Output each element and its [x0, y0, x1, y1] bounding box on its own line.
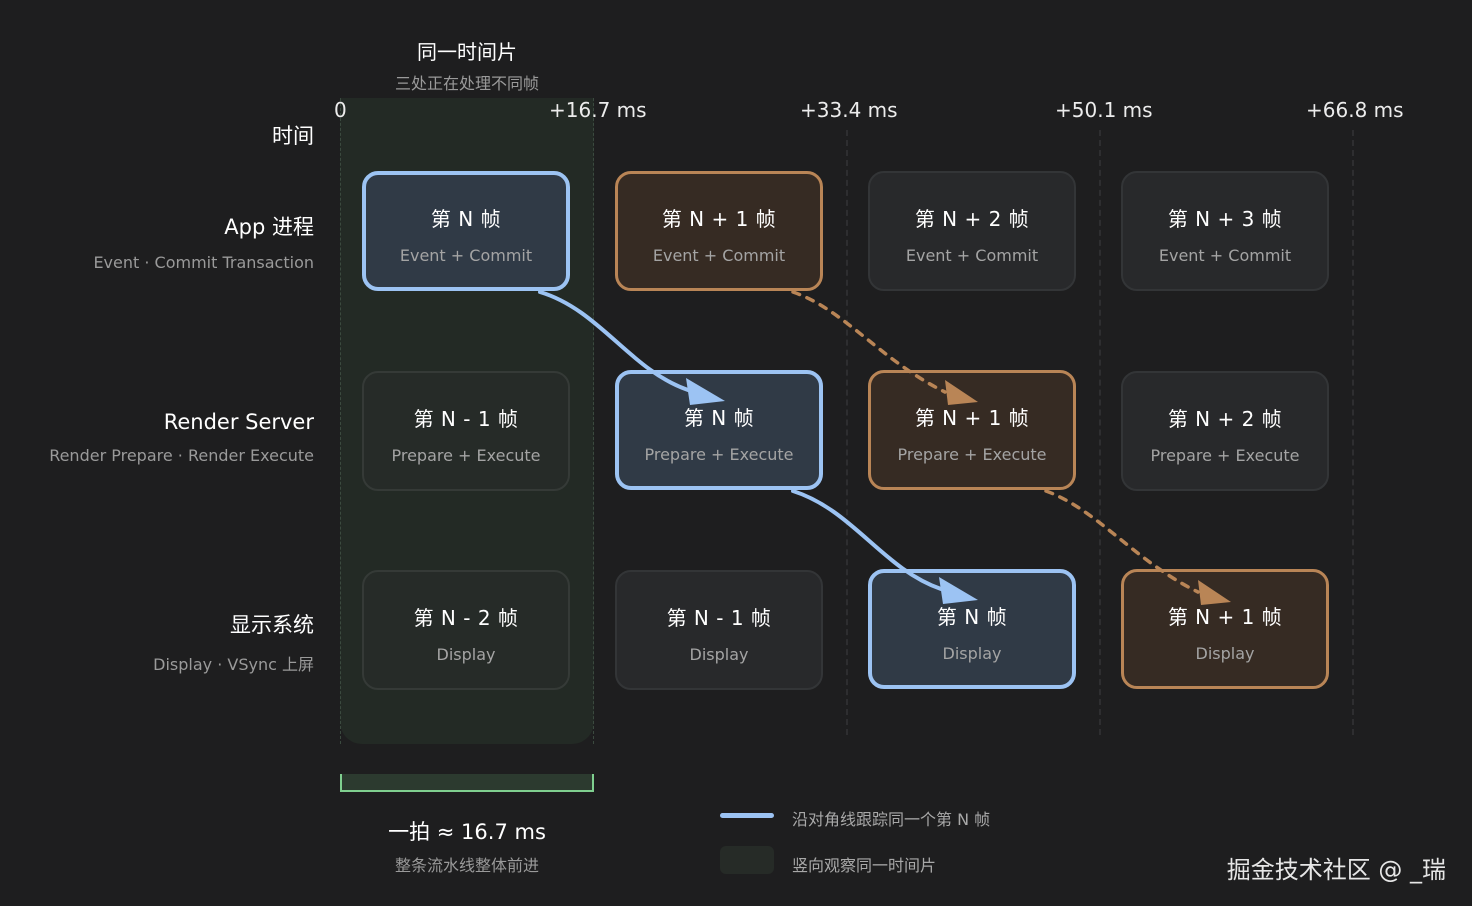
frame-title: 第 N + 3 帧 [1167, 207, 1283, 231]
frame-card: 第 N + 1 帧 Event + Commit [615, 171, 823, 291]
frame-title: 第 N + 1 帧 [914, 406, 1030, 430]
tick-label: 0 [334, 98, 347, 122]
grid-line [1099, 130, 1101, 735]
row-title: App 进程 [224, 215, 314, 239]
tick-label: +50.1 ms [1055, 98, 1153, 122]
frame-card: 第 N + 1 帧 Display [1121, 569, 1329, 689]
arrow-head [945, 380, 978, 405]
frame-card: 第 N + 2 帧 Event + Commit [868, 171, 1076, 291]
grid-line [846, 130, 848, 735]
frame-title: 第 N + 2 帧 [914, 207, 1030, 231]
frame-stage: Event + Commit [905, 246, 1039, 265]
row-subtitle: Render Prepare · Render Execute [49, 446, 314, 465]
row-label-render-server: Render Server Render Prepare · Render Ex… [49, 410, 314, 465]
frame-card: 第 N + 2 帧 Prepare + Execute [1121, 371, 1329, 491]
frame-stage: Event + Commit [652, 246, 786, 265]
row-subtitle: Display · VSync 上屏 [153, 655, 314, 674]
legend-text-vertical: 竖向观察同一时间片 [792, 856, 937, 875]
tick-label: +33.4 ms [800, 98, 898, 122]
frame-stage: Display [1195, 644, 1255, 663]
frame-n1-arrow [1044, 489, 1200, 594]
frame-stage: Event + Commit [1158, 246, 1292, 265]
tick-label: +66.8 ms [1306, 98, 1404, 122]
frame-title: 第 N + 1 帧 [1167, 605, 1283, 629]
frame-n-arrow [791, 489, 943, 591]
frame-title: 第 N 帧 [683, 406, 755, 430]
frame-title: 第 N + 2 帧 [1167, 407, 1283, 431]
tick-label: +16.7 ms [549, 98, 647, 122]
arrow-head [939, 577, 978, 604]
arrow-head [686, 378, 725, 405]
row-subtitle: Event · Commit Transaction [93, 253, 314, 272]
slice-title: 同一时间片 [417, 40, 517, 64]
legend-line-swatch [720, 813, 774, 818]
frame-n-arrow [538, 290, 690, 392]
frame-n1-arrow [791, 290, 947, 394]
frame-card: 第 N + 3 帧 Event + Commit [1121, 171, 1329, 291]
row-title: 显示系统 [230, 613, 314, 637]
frame-title: 第 N 帧 [430, 207, 502, 231]
frame-stage: Display [689, 645, 749, 664]
beat-subtitle: 整条流水线整体前进 [394, 856, 539, 875]
beat-title: 一拍 ≈ 16.7 ms [388, 820, 546, 844]
row-label-app: App 进程 Event · Commit Transaction [93, 211, 314, 272]
time-axis-label: 时间 [272, 124, 314, 148]
frame-card: 第 N + 1 帧 Prepare + Execute [868, 370, 1076, 490]
row-title: Render Server [163, 410, 314, 434]
slice-subtitle: 三处正在处理不同帧 [394, 74, 539, 93]
frame-title: 第 N - 1 帧 [666, 606, 772, 630]
row-label-display: 显示系统 Display · VSync 上屏 [153, 609, 314, 675]
frame-title: 第 N + 1 帧 [661, 207, 777, 231]
frame-title: 第 N 帧 [936, 605, 1008, 629]
frame-stage: Prepare + Execute [1150, 446, 1300, 465]
frame-stage: Display [436, 645, 496, 664]
frame-card: 第 N 帧 Event + Commit [362, 171, 570, 291]
grid-line [1352, 130, 1354, 735]
frame-title: 第 N - 2 帧 [413, 606, 519, 630]
frame-title: 第 N - 1 帧 [413, 407, 519, 431]
beat-bracket [340, 774, 594, 792]
frame-stage: Display [942, 644, 1002, 663]
frame-card: 第 N - 1 帧 Display [615, 570, 823, 690]
legend-text-diagonal: 沿对角线跟踪同一个第 N 帧 [792, 810, 991, 829]
frame-stage: Prepare + Execute [897, 445, 1047, 464]
frame-stage: Event + Commit [399, 246, 533, 265]
frame-stage: Prepare + Execute [391, 446, 541, 465]
frame-card: 第 N 帧 Prepare + Execute [615, 370, 823, 490]
watermark: 掘金技术社区 @ _瑞 [1226, 856, 1446, 884]
legend-box-swatch [720, 846, 774, 874]
arrow-head [1198, 580, 1231, 605]
frame-card: 第 N 帧 Display [868, 569, 1076, 689]
frame-card: 第 N - 2 帧 Display [362, 570, 570, 690]
frame-card: 第 N - 1 帧 Prepare + Execute [362, 371, 570, 491]
frame-stage: Prepare + Execute [644, 445, 794, 464]
